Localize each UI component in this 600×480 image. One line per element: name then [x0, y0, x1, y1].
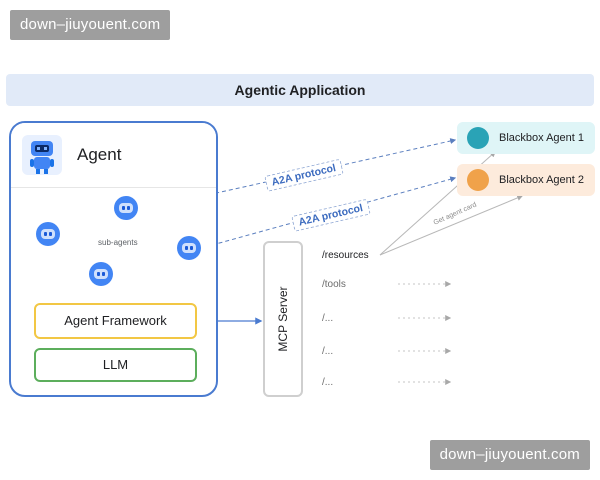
sub-agent-bot-icon [177, 236, 201, 260]
blackbox-agent-name: Blackbox Agent 1 [499, 132, 585, 144]
application-banner: Agentic Application [6, 74, 594, 106]
agent-title: Agent [77, 145, 122, 164]
watermark-bottom: down–jiuyouent.com [429, 440, 590, 470]
resource-item: /... [322, 346, 334, 357]
resource-item: /resources [322, 250, 369, 261]
mcp-server-box: MCP Server [263, 241, 303, 397]
sub-agents-label: sub-agents [98, 238, 138, 247]
llm-box: LLM [34, 348, 197, 382]
resource-item: /tools [322, 279, 346, 290]
mcp-server-label: MCP Server [276, 286, 290, 352]
resource-item: /... [322, 313, 334, 324]
sub-agent-bot-icon [89, 262, 113, 286]
agent-card-link [379, 195, 524, 256]
agent-framework-box: Agent Framework [34, 303, 197, 339]
sub-agent-bot-icon [36, 222, 60, 246]
cat-orange-icon [467, 169, 489, 191]
blackbox-agent-name: Blackbox Agent 2 [499, 174, 585, 186]
blackbox-agent-card: Blackbox Agent 2 [457, 164, 595, 196]
robot-avatar-icon [22, 135, 62, 175]
resource-item: /... [322, 377, 334, 388]
robot-teal-icon [467, 127, 489, 149]
watermark-top: down–jiuyouent.com [10, 10, 171, 40]
blackbox-agent-card: Blackbox Agent 1 [457, 122, 595, 154]
sub-agent-bot-icon [114, 196, 138, 220]
